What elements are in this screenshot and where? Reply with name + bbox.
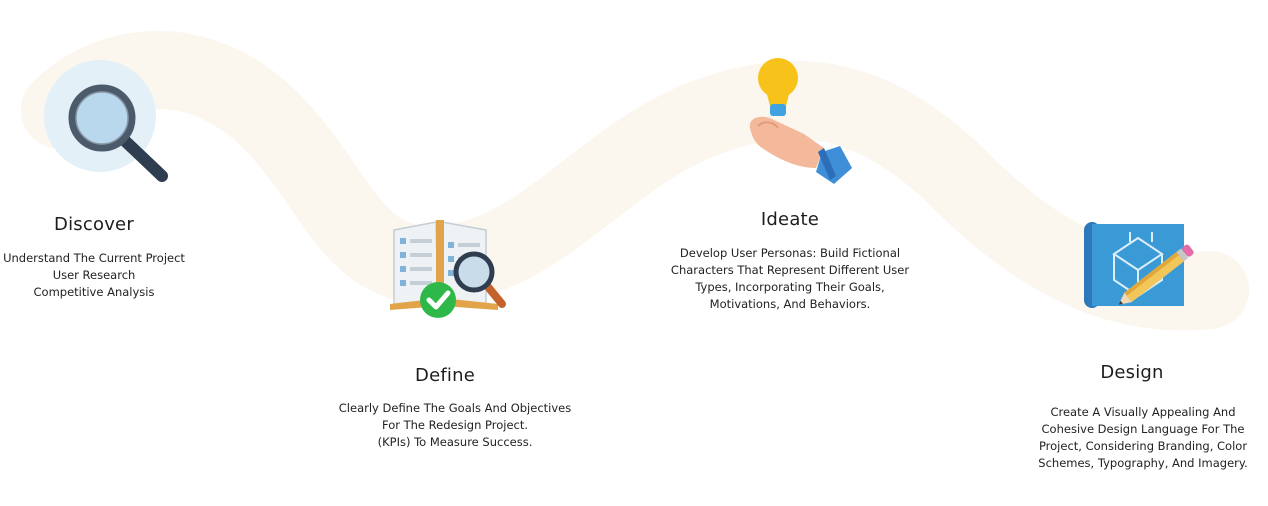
description-line: Clearly Define The Goals And Objectives — [338, 401, 572, 415]
stage-title-discover: Discover — [54, 214, 134, 235]
description-line: Cohesive Design Language For The — [1041, 422, 1245, 436]
description-line: Competitive Analysis — [33, 285, 155, 299]
blueprint-pencil-icon — [1084, 222, 1194, 308]
checklist-book-icon — [390, 220, 506, 318]
description-line: For The Redesign Project. — [381, 418, 529, 432]
stage-title-ideate: Ideate — [760, 209, 820, 230]
description-line: Project, Considering Branding, Color — [1038, 439, 1248, 453]
description-line: Develop User Personas: Build Fictional — [679, 246, 901, 260]
description-line: (KPIs) To Measure Success. — [377, 435, 533, 449]
description-line: Schemes, Typography, And Imagery. — [1038, 456, 1248, 470]
stage-description-ideate: Develop User Personas: Build Fictional C… — [660, 245, 920, 313]
stage-title-define: Define — [415, 365, 475, 386]
description-line: Understand The Current Project — [3, 251, 185, 265]
description-line: Types, Incorporating Their Goals, — [695, 280, 885, 294]
stage-title-design: Design — [1100, 362, 1164, 383]
stage-description-design: Create A Visually Appealing And Cohesive… — [1024, 404, 1262, 472]
description-line: Create A Visually Appealing And — [1050, 405, 1236, 419]
stage-description-discover: Understand The Current Project User Rese… — [0, 250, 188, 301]
stage-description-define: Clearly Define The Goals And Objectives … — [320, 400, 590, 451]
lightbulb-hand-icon — [749, 58, 852, 184]
description-line: User Research — [52, 268, 136, 282]
description-line: Characters That Represent Different User — [670, 263, 910, 277]
magnifier-icon — [44, 60, 168, 182]
description-line: Motivations, And Behaviors. — [709, 297, 871, 311]
